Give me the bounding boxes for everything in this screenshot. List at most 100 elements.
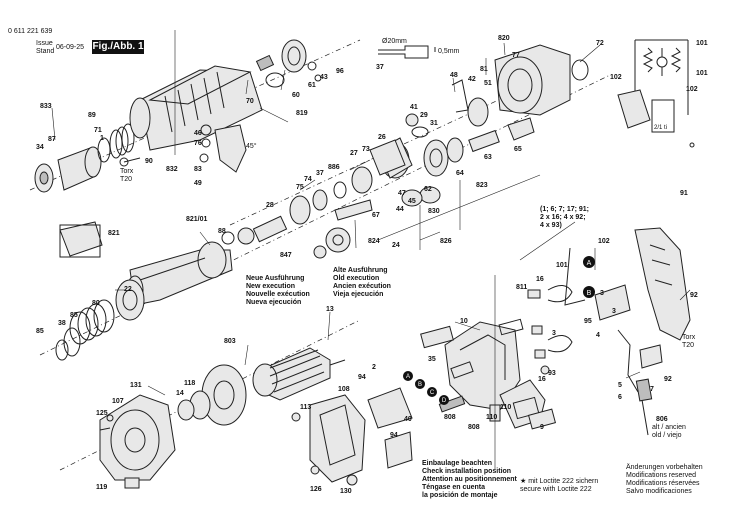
callout-34: 34 <box>36 144 44 151</box>
callout-102-b: 102 <box>686 86 698 93</box>
callout-73: 73 <box>362 146 370 153</box>
callout-88: 88 <box>218 228 226 235</box>
callout-91: 91 <box>680 190 688 197</box>
screw-93 <box>540 365 550 375</box>
lead-103-link <box>564 247 586 306</box>
leader-lines <box>51 42 691 396</box>
callout-35: 35 <box>428 356 436 363</box>
callout-130: 130 <box>340 488 352 495</box>
callout-87: 87 <box>48 136 56 143</box>
callout-40: 40 <box>404 416 412 423</box>
dim-thickness: 0,5mm <box>438 48 460 55</box>
callout-7: 7 <box>650 386 654 393</box>
callout-72: 72 <box>596 40 604 47</box>
svg-text:D: D <box>442 398 447 404</box>
callout-27: 27 <box>350 150 358 157</box>
motor-cover-107 <box>99 394 176 489</box>
callout-93: 93 <box>548 370 556 377</box>
capacitor-35 <box>450 361 474 379</box>
callout-85-a: 85 <box>36 328 44 335</box>
callout-29: 29 <box>420 112 428 119</box>
callout-847: 847 <box>280 252 292 259</box>
motor-housing-820 <box>451 44 589 127</box>
selector-knob-832 <box>119 124 247 173</box>
callout-9: 9 <box>540 424 544 431</box>
callout-96: 96 <box>336 68 344 75</box>
label-10-plate <box>420 325 454 349</box>
callout-10: 10 <box>460 318 468 325</box>
callout-47: 47 <box>398 190 406 197</box>
axis-line-bottom <box>59 319 361 471</box>
callout-3-a: 3 <box>612 308 616 315</box>
callout-22: 22 <box>124 286 132 293</box>
callout-37: 37 <box>376 64 384 71</box>
callout-811: 811 <box>516 284 528 291</box>
callout-92-left: 92 <box>664 376 672 383</box>
callout-92-right: 92 <box>690 292 698 299</box>
letter-callout-text: A B A B C D <box>406 260 592 404</box>
angle-label: 45° <box>246 143 257 150</box>
tool-holder-assembly <box>34 123 135 193</box>
callout-821-01: 821/01 <box>186 216 208 223</box>
figure-label: Fig./Abb. 1 <box>92 40 144 54</box>
switch-unit <box>594 284 663 436</box>
callout-48: 48 <box>450 72 458 79</box>
wire-101-bottom <box>547 335 573 353</box>
letter-callouts <box>403 256 595 405</box>
callout-101-a: 101 <box>696 40 708 47</box>
callout-16-b: 16 <box>538 376 546 383</box>
callout-101-b: 101 <box>696 70 708 77</box>
field-stator-2 <box>367 387 413 429</box>
callout-102-c: 102 <box>598 238 610 245</box>
callout-803: 803 <box>224 338 236 345</box>
armature-803 <box>177 347 346 426</box>
callout-28: 28 <box>266 202 274 209</box>
callout-3-b: 3 <box>600 290 604 297</box>
callout-110-b: 110 <box>500 404 512 411</box>
callout-45: 45 <box>408 198 416 205</box>
callout-118: 118 <box>184 380 196 387</box>
callout-67: 67 <box>372 212 380 219</box>
callout-77: 77 <box>512 52 520 59</box>
svg-text:B: B <box>418 382 422 388</box>
bracket-826 <box>377 174 541 241</box>
torx-left-1: Torx <box>120 168 134 175</box>
callout-81: 81 <box>480 66 488 73</box>
callout-1: 1 <box>100 135 104 142</box>
callout-119: 119 <box>96 484 108 491</box>
callout-63: 63 <box>484 154 492 161</box>
callout-107: 107 <box>112 398 124 405</box>
callout-14: 14 <box>176 390 184 397</box>
callout-126: 126 <box>310 486 322 493</box>
callout-83: 83 <box>194 166 202 173</box>
callout-6: 6 <box>618 394 622 401</box>
header-stand-label: Stand <box>36 48 55 55</box>
callout-A-left <box>403 371 413 381</box>
callout-821-a: 821 <box>108 230 120 237</box>
callout-61: 61 <box>308 82 316 89</box>
callout-31: 31 <box>430 120 438 127</box>
callout-102-a: 102 <box>610 74 622 81</box>
brush-16-a <box>531 325 543 335</box>
plate-9 <box>527 408 557 430</box>
callout-808: 808 <box>468 424 480 431</box>
callout-4: 4 <box>596 332 600 339</box>
svg-text:A: A <box>406 374 410 380</box>
callout-95: 95 <box>584 318 592 325</box>
gear-housing-819 <box>129 39 322 151</box>
callout-42: 42 <box>468 76 476 83</box>
callout-3-c: 3 <box>552 330 556 337</box>
callout-65: 65 <box>514 146 522 153</box>
callout-94-a: 94 <box>358 374 366 381</box>
callout-823: 823 <box>476 182 488 189</box>
callout-51: 51 <box>484 80 492 87</box>
callout-62: 62 <box>424 186 432 193</box>
callout-819: 819 <box>296 110 308 117</box>
callout-824: 824 <box>368 238 380 245</box>
wiring-schematic <box>617 39 695 148</box>
header-part-number: 0 611 221 639 <box>8 28 53 35</box>
